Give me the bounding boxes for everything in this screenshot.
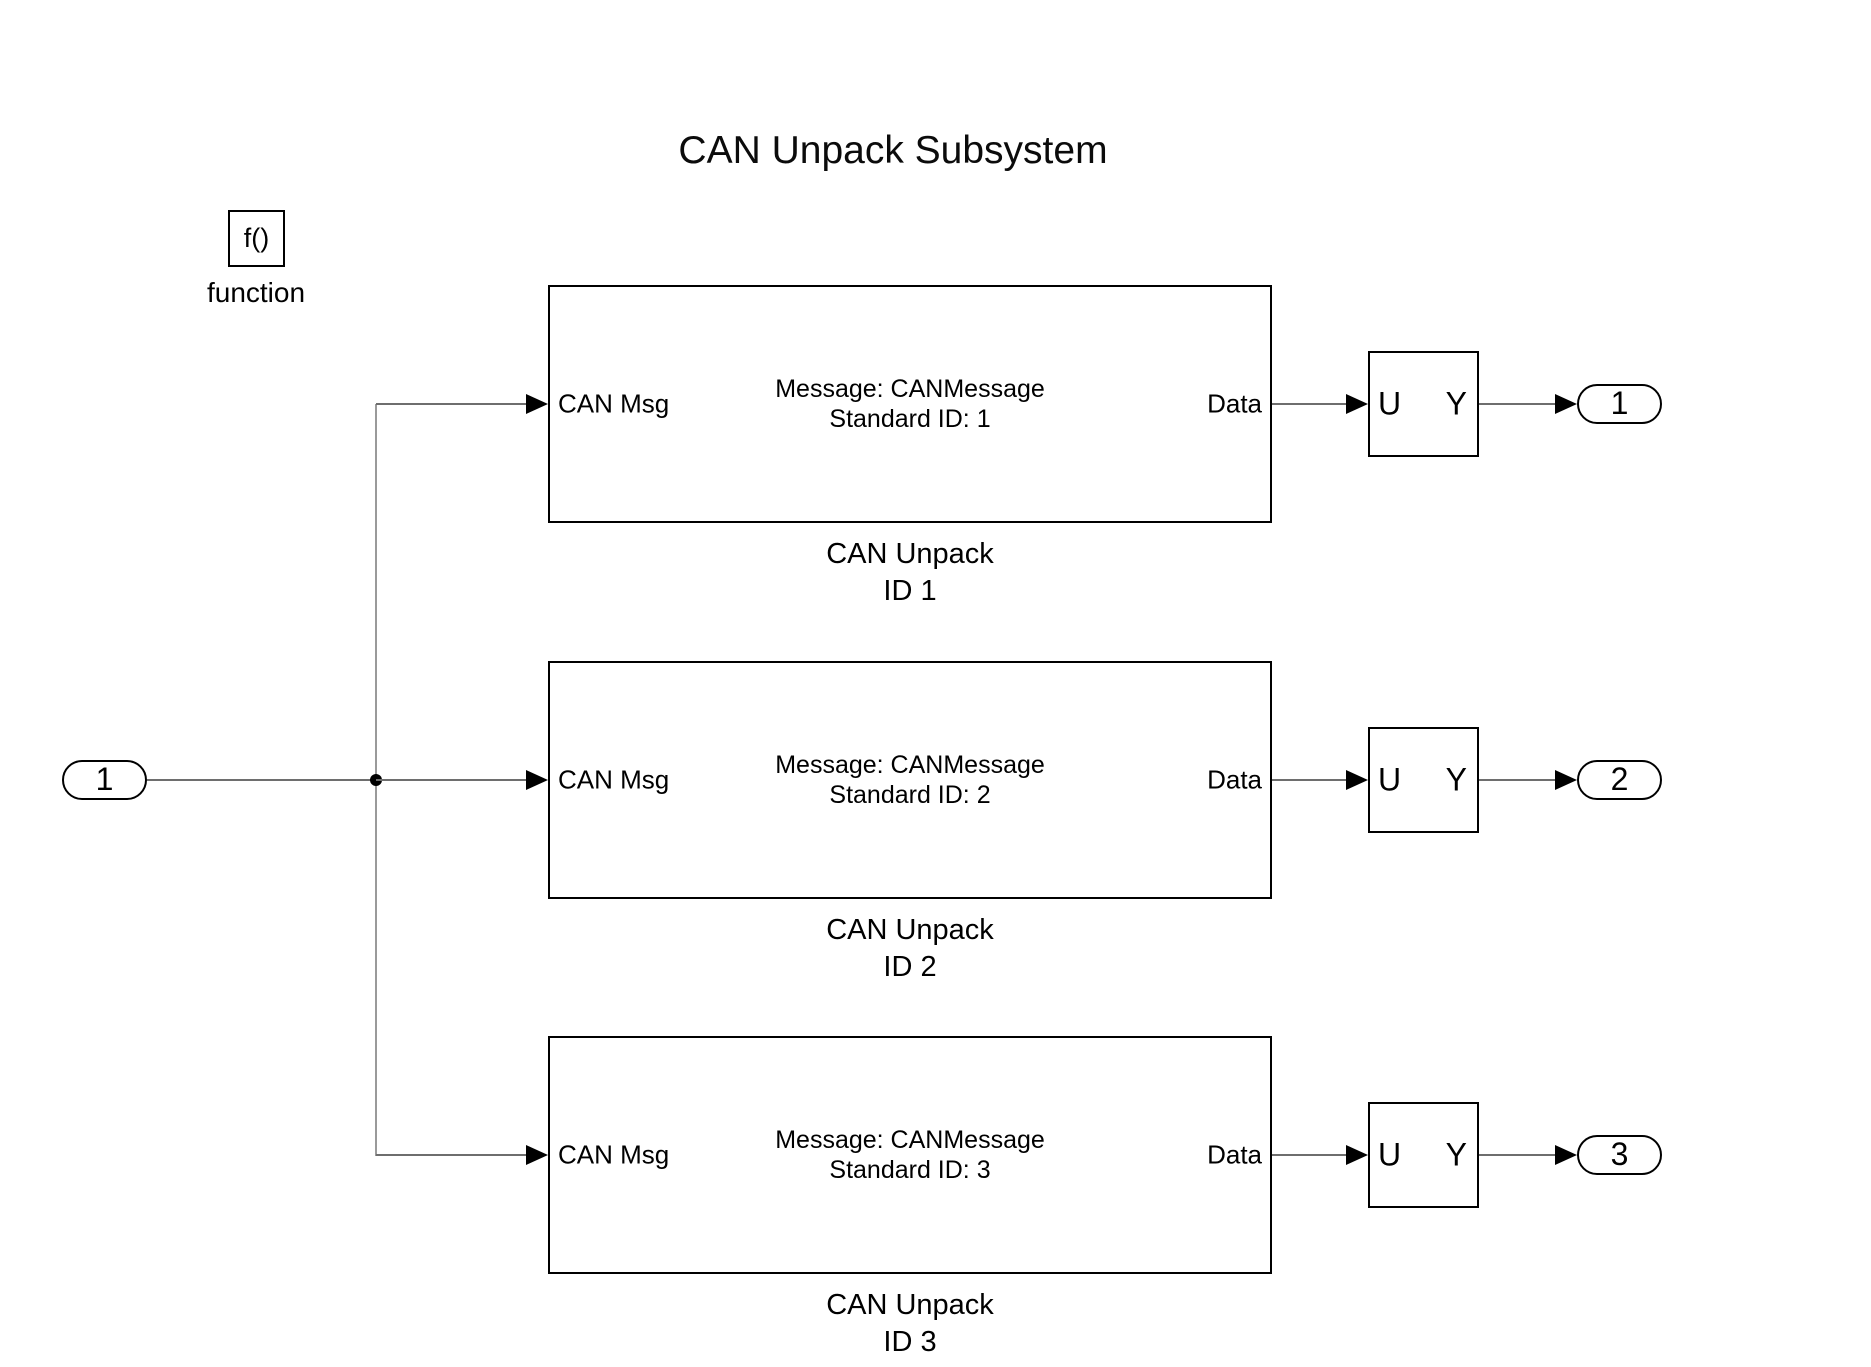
converter-output-label: Y <box>1445 1136 1467 1173</box>
wire-data-to-converter-2[interactable] <box>1272 779 1346 781</box>
wire-arrowhead-icon <box>1346 394 1368 414</box>
input-port-1[interactable]: 1 <box>62 760 147 800</box>
can-msg-port-label: CAN Msg <box>558 1139 670 1170</box>
wire-arrowhead-icon <box>526 1145 548 1165</box>
data-port-label: Data <box>1207 1139 1262 1170</box>
block-caption-line1: CAN Unpack <box>826 538 994 570</box>
wire-arrowhead-icon <box>1346 1145 1368 1165</box>
data-port-label: Data <box>1207 388 1262 419</box>
converter-output-label: Y <box>1445 385 1467 422</box>
wire-to-can-unpack-3[interactable] <box>376 1154 526 1156</box>
wire-data-to-converter-3[interactable] <box>1272 1154 1346 1156</box>
wire-converter-to-outport-1[interactable] <box>1479 403 1555 405</box>
output-port-1[interactable]: 1 <box>1577 384 1662 424</box>
diagram-title: CAN Unpack Subsystem <box>678 129 1108 172</box>
block-caption-2[interactable]: CAN Unpack ID 2 <box>548 912 1272 986</box>
wire-to-can-unpack-1[interactable] <box>376 403 526 405</box>
block-message-text: Message: CANMessage Standard ID: 3 <box>550 1125 1270 1185</box>
output-port-number: 2 <box>1610 760 1629 797</box>
output-port-2[interactable]: 2 <box>1577 760 1662 800</box>
block-caption-line1: CAN Unpack <box>826 1289 994 1321</box>
can-unpack-block-3[interactable]: CAN Msg Message: CANMessage Standard ID:… <box>548 1036 1272 1274</box>
wire-arrowhead-icon <box>1346 770 1368 790</box>
function-trigger-block[interactable]: f() <box>228 210 285 267</box>
wire-converter-to-outport-3[interactable] <box>1479 1154 1555 1156</box>
can-msg-port-label: CAN Msg <box>558 764 670 795</box>
function-glyph-icon: f() <box>243 223 270 253</box>
can-unpack-block-2[interactable]: CAN Msg Message: CANMessage Standard ID:… <box>548 661 1272 899</box>
wire-to-can-unpack-2[interactable] <box>376 779 526 781</box>
block-message-line2: Standard ID: 3 <box>829 1156 991 1184</box>
output-port-number: 3 <box>1610 1135 1629 1172</box>
converter-input-label: U <box>1378 761 1402 798</box>
block-message-line2: Standard ID: 1 <box>829 405 991 433</box>
block-caption-line2: ID 3 <box>883 1326 937 1358</box>
wire-data-to-converter-1[interactable] <box>1272 403 1346 405</box>
wire-arrowhead-icon <box>1555 394 1577 414</box>
block-caption-1[interactable]: CAN Unpack ID 1 <box>548 536 1272 610</box>
wire-arrowhead-icon <box>526 770 548 790</box>
signal-conversion-block-3[interactable]: U Y <box>1368 1102 1479 1208</box>
output-port-number: 1 <box>1610 384 1629 421</box>
wire-converter-to-outport-2[interactable] <box>1479 779 1555 781</box>
wire-input-to-junction[interactable] <box>147 779 376 781</box>
signal-conversion-block-2[interactable]: U Y <box>1368 727 1479 833</box>
block-message-line2: Standard ID: 2 <box>829 781 991 809</box>
wire-arrowhead-icon <box>526 394 548 414</box>
block-caption-3[interactable]: CAN Unpack ID 3 <box>548 1287 1272 1361</box>
converter-output-label: Y <box>1445 761 1467 798</box>
function-trigger-label: function <box>206 277 306 308</box>
wire-arrowhead-icon <box>1555 1145 1577 1165</box>
block-caption-line1: CAN Unpack <box>826 914 994 946</box>
converter-input-label: U <box>1378 1136 1402 1173</box>
block-message-line1: Message: CANMessage <box>775 375 1045 403</box>
block-message-text: Message: CANMessage Standard ID: 1 <box>550 374 1270 434</box>
output-port-3[interactable]: 3 <box>1577 1135 1662 1175</box>
block-caption-line2: ID 1 <box>883 575 937 607</box>
can-msg-port-label: CAN Msg <box>558 388 670 419</box>
block-caption-line2: ID 2 <box>883 951 937 983</box>
block-message-line1: Message: CANMessage <box>775 751 1045 779</box>
block-message-text: Message: CANMessage Standard ID: 2 <box>550 750 1270 810</box>
wire-arrowhead-icon <box>1555 770 1577 790</box>
converter-input-label: U <box>1378 385 1402 422</box>
input-port-number: 1 <box>95 760 114 797</box>
can-unpack-block-1[interactable]: CAN Msg Message: CANMessage Standard ID:… <box>548 285 1272 523</box>
data-port-label: Data <box>1207 764 1262 795</box>
signal-conversion-block-1[interactable]: U Y <box>1368 351 1479 457</box>
block-message-line1: Message: CANMessage <box>775 1126 1045 1154</box>
